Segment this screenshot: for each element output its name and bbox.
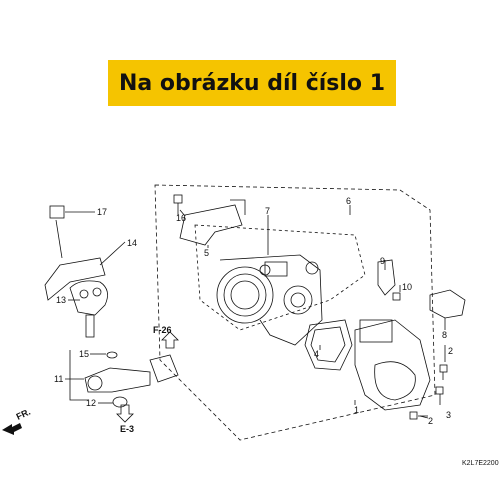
- throttle-body: [219, 254, 323, 346]
- ref-f26: F-26: [153, 325, 172, 335]
- callout-11: 11: [54, 374, 63, 384]
- cover-connector: [359, 319, 393, 343]
- bracket-14: [44, 257, 106, 301]
- screw-3: [435, 386, 444, 395]
- injector-tip: [85, 314, 95, 338]
- callout-4: 4: [314, 349, 319, 359]
- callout-2a: 2: [448, 346, 453, 356]
- title-banner: Na obrázku díl číslo 1: [108, 60, 396, 106]
- callout-8: 8: [442, 330, 447, 340]
- screw-2b: [409, 411, 418, 420]
- callout-13: 13: [56, 295, 66, 305]
- bolt-17-shaft: [55, 219, 63, 259]
- throttle-body-bore: [216, 266, 274, 324]
- banner-text: Na obrázku díl číslo 1: [118, 70, 386, 96]
- callout-16: 16: [176, 213, 186, 223]
- injector-13: [69, 280, 108, 316]
- connector-f26: [149, 354, 179, 383]
- assembly-outline: [154, 184, 436, 441]
- diagram-code: K2L7E2200: [462, 460, 499, 467]
- callout-9: 9: [380, 256, 385, 266]
- callout-6: 6: [346, 196, 351, 206]
- bolt-17-head: [49, 205, 65, 219]
- throttle-body-outline: [194, 224, 366, 331]
- front-direction-arrow: FR.: [2, 407, 32, 435]
- e3-arrow: [116, 404, 134, 423]
- callout-12: 12: [86, 398, 96, 408]
- bracket-lines: [69, 350, 88, 401]
- ref-e3: E-3: [120, 424, 134, 434]
- f26-arrow: [161, 331, 179, 349]
- washer-12: [112, 396, 128, 408]
- sensor-11: [84, 367, 151, 393]
- clip-9: [377, 259, 396, 296]
- callout-3: 3: [446, 410, 451, 420]
- sensor-8: [429, 289, 466, 319]
- screw-2a: [439, 364, 448, 373]
- gasket-4: [304, 319, 353, 371]
- bracket-5: [179, 204, 243, 246]
- callout-7: 7: [265, 206, 270, 216]
- callout-17: 17: [97, 207, 107, 217]
- screw-10: [392, 292, 401, 301]
- callout-14: 14: [127, 238, 137, 248]
- fr-label: FR.: [15, 407, 32, 422]
- callout-1: 1: [354, 405, 359, 415]
- o-ring-15: [106, 351, 118, 359]
- callout-15: 15: [79, 349, 89, 359]
- screw-16: [173, 194, 183, 204]
- cover-1: [354, 319, 431, 411]
- callout-2b: 2: [428, 416, 433, 426]
- callout-10: 10: [402, 282, 412, 292]
- callout-5: 5: [204, 248, 209, 258]
